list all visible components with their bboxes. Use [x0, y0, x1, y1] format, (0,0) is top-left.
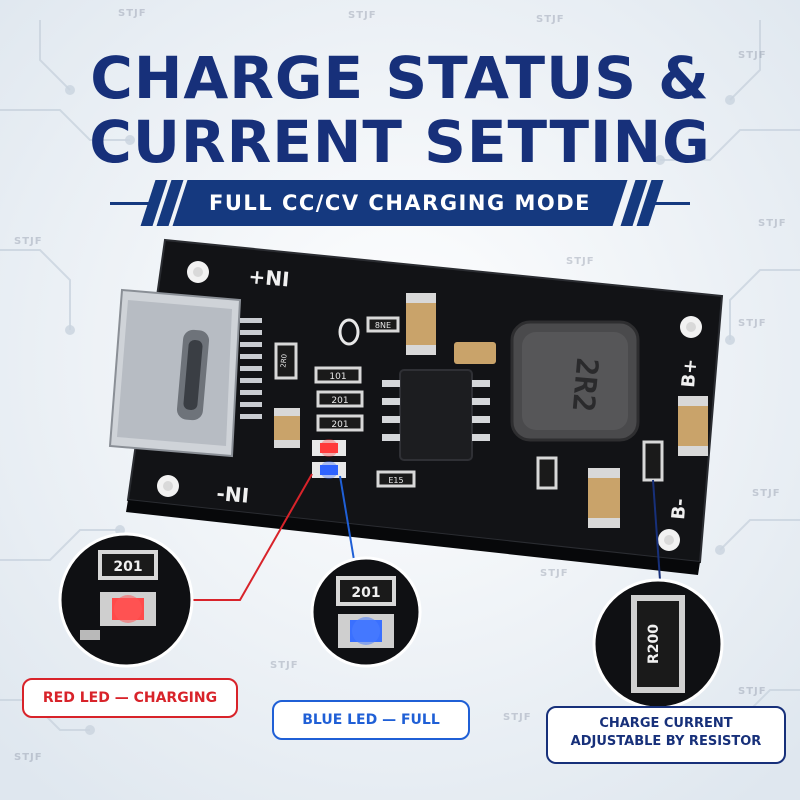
watermark: STJF: [536, 14, 565, 25]
ribbon-text: FULL CC/CV CHARGING MODE: [208, 191, 592, 215]
watermark: STJF: [14, 236, 43, 247]
mounting-hole: [157, 475, 179, 497]
usb-pins: [240, 318, 262, 419]
red-led-label: RED LED — CHARGING: [22, 678, 238, 718]
svg-text:E15: E15: [388, 476, 403, 485]
resistor: 8NE: [366, 316, 400, 333]
capacitor: [678, 396, 708, 456]
blue-led-label: BLUE LED — FULL: [272, 700, 470, 740]
resistor: 101: [314, 366, 362, 384]
watermark: STJF: [270, 660, 299, 671]
page-title-line2: CURRENT SETTING: [89, 108, 711, 176]
board-marker: [338, 318, 360, 346]
resistor: 2R0: [274, 342, 298, 380]
capacitor: [588, 468, 620, 528]
resistor: E15: [376, 470, 416, 488]
watermark: STJF: [503, 712, 532, 723]
red-led-callout: 201: [58, 532, 194, 668]
watermark: STJF: [738, 318, 767, 329]
mounting-hole: [658, 529, 680, 551]
mounting-hole: [680, 316, 702, 338]
watermark: STJF: [348, 10, 377, 21]
resistor-pointer-line: [652, 479, 661, 581]
red-callout-resistor-mark: 201: [113, 559, 142, 575]
resistor: [536, 456, 558, 490]
page-title-line1: CHARGE STATUS &: [90, 44, 710, 112]
watermark: STJF: [540, 568, 569, 579]
pad-label-neg-bat: B-: [668, 497, 691, 520]
mounting-hole: [187, 261, 209, 283]
red-led: [312, 439, 346, 457]
charge-current-label-line1: CHARGE CURRENT: [599, 716, 733, 731]
blue-led-callout: 201: [310, 556, 422, 668]
watermark: STJF: [738, 686, 767, 697]
svg-text:201: 201: [331, 396, 348, 406]
charge-current-label: CHARGE CURRENT ADJUSTABLE BY RESISTOR: [546, 706, 786, 764]
inductor: 2R2: [510, 320, 640, 442]
mode-ribbon: FULL CC/CV CHARGING MODE: [110, 180, 690, 226]
watermark: STJF: [758, 218, 787, 229]
capacitor: [274, 408, 300, 448]
watermark: STJF: [566, 256, 595, 267]
watermark: STJF: [738, 50, 767, 61]
charge-current-label-line2: ADJUSTABLE BY RESISTOR: [570, 734, 762, 749]
capacitor: [406, 293, 436, 355]
ribbon-line-left: [110, 202, 152, 205]
blue-callout-resistor-mark: 201: [351, 585, 380, 601]
usb-c-port: [108, 288, 242, 458]
red-pointer-line: [190, 473, 313, 601]
svg-text:2R0: 2R0: [279, 354, 288, 368]
blue-led: [312, 461, 346, 479]
inductor-marking: 2R2: [565, 356, 605, 413]
resistor: 201: [316, 414, 364, 432]
watermark: STJF: [14, 752, 43, 763]
blue-pointer-line: [339, 475, 355, 561]
svg-text:101: 101: [329, 372, 346, 382]
resistor-callout: R200: [592, 578, 724, 710]
watermark: STJF: [752, 488, 781, 499]
resistor: [642, 440, 664, 482]
resistor: 201: [316, 390, 364, 408]
svg-text:201: 201: [331, 420, 348, 430]
controller-ic: [382, 369, 490, 461]
pad-label-neg-in: -NI: [216, 481, 250, 508]
pad-label-pos-bat: B+: [678, 358, 701, 389]
resistor-callout-mark: R200: [646, 624, 662, 664]
svg-text:8NE: 8NE: [375, 321, 391, 330]
watermark: STJF: [118, 8, 147, 19]
pad-label-pos-in: +NI: [248, 264, 291, 291]
ribbon-line-right: [648, 202, 690, 205]
capacitor: [454, 342, 496, 364]
